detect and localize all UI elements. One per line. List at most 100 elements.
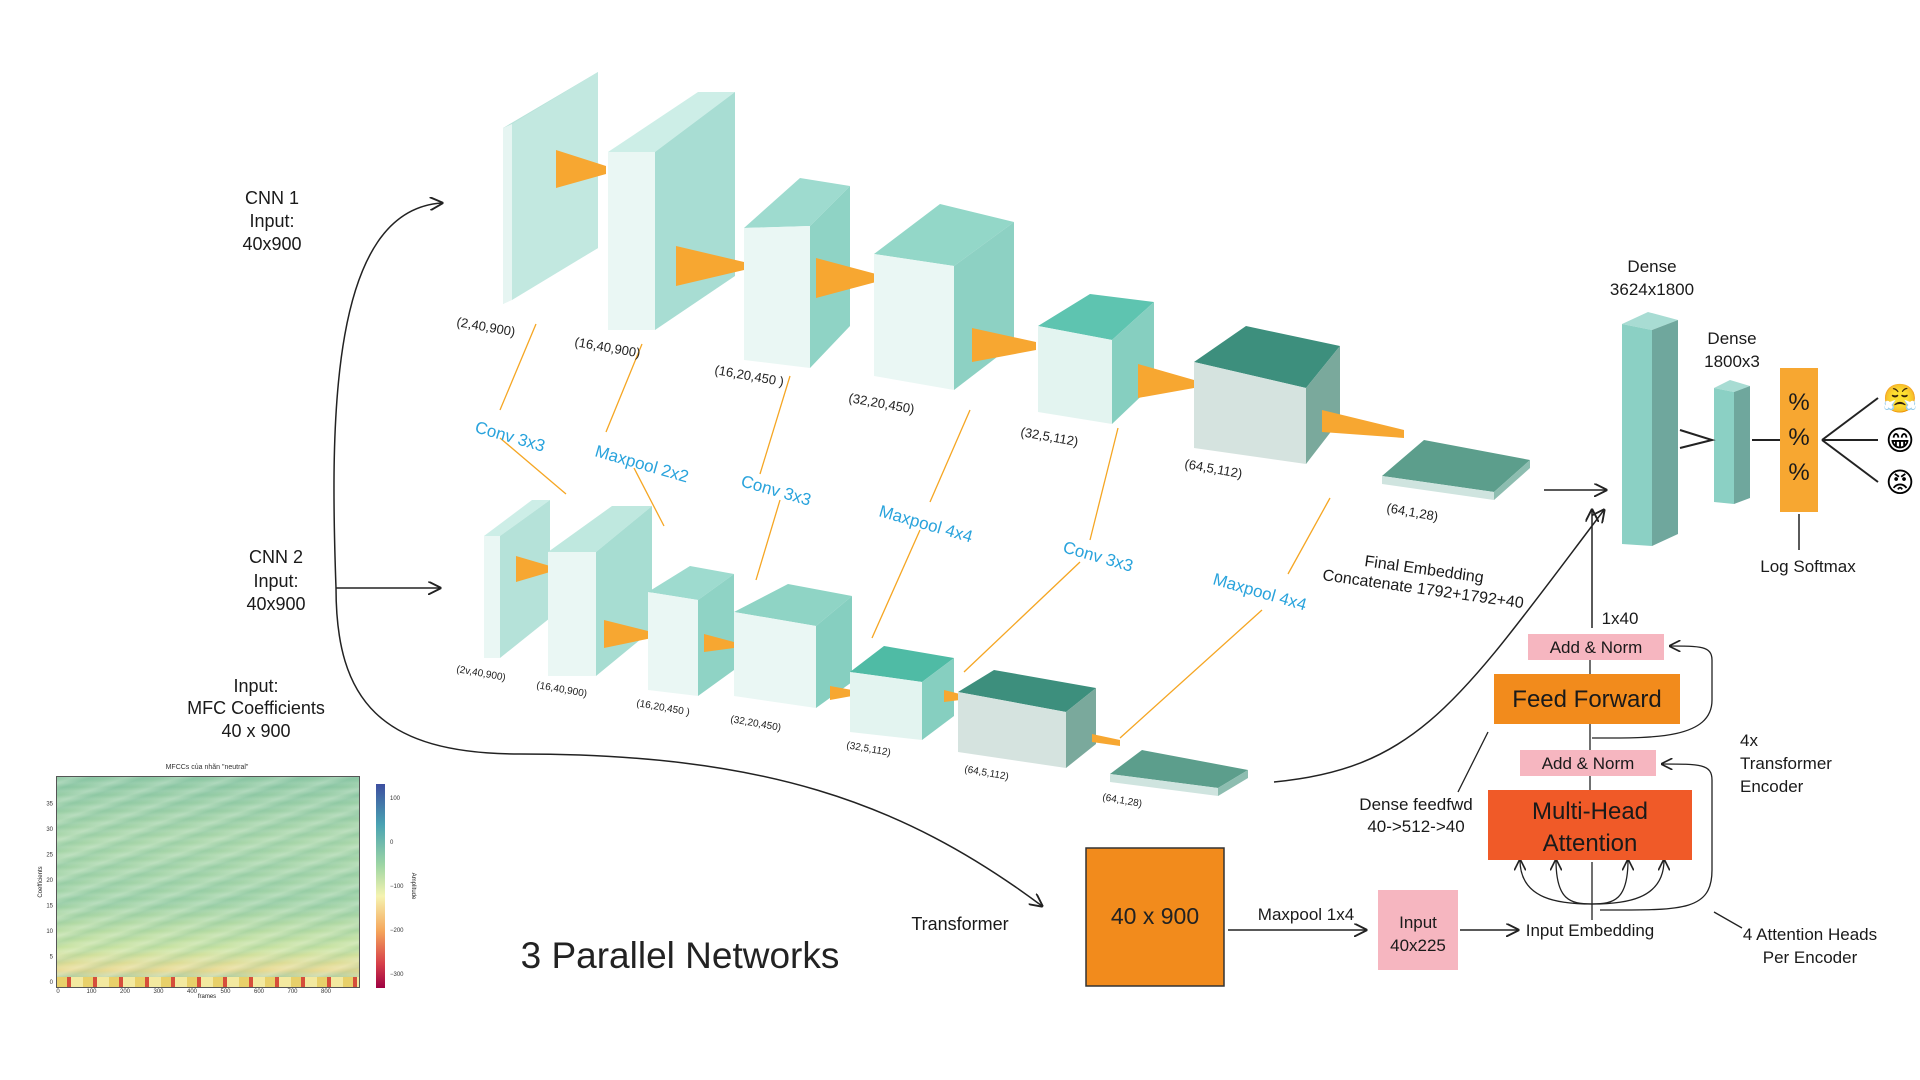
svg-text:Amplitude: Amplitude [410,873,416,900]
mfcc-ytick: 5 [50,955,54,961]
cnn1-dim-3: (16,20,450 ) [713,362,785,389]
mfcc-colorbar [376,784,385,988]
emoji-furious-icon: 😡 [1885,467,1914,498]
svg-text:40 x 900: 40 x 900 [221,721,290,741]
mfcc-ytick: 20 [46,878,53,884]
cnn2-dim-3: (16,20,450 ) [635,698,690,718]
dense-1-label: Dense 3624x1800 [1610,257,1694,299]
cnn1-connector-6 [1322,410,1404,438]
transformer-input-box [1085,847,1225,987]
mfcc-xtick: 500 [220,989,231,995]
cnn1-connector-4 [972,328,1036,362]
input-arrows [333,203,1042,906]
mfcc-ytick: 35 [46,802,53,808]
svg-text:CNN 1: CNN 1 [245,188,299,208]
add-norm-top-block [1528,634,1664,660]
cnn1-block-7 [1382,440,1530,500]
cnn1-connector-2 [676,246,744,286]
transformer-label: Transformer [911,914,1008,934]
emoji-angry-icon: 😤 [1883,383,1918,414]
cnn2-dim-6: (64,5,112) [963,764,1009,783]
mfcc-xtick: 700 [287,989,298,995]
mfcc-xtick: 300 [153,989,164,995]
cnn1-block-6 [1194,326,1340,464]
cnn1-block-3 [744,178,850,368]
multi-head-line2: Attention [1543,830,1638,857]
mfcc-colorbar-tick: 100 [390,796,401,802]
softmax-bar [1780,368,1818,512]
cnn1-dim-7: (64,1,28) [1385,500,1439,524]
svg-text:Per Encoder: Per Encoder [1763,948,1858,967]
transformer-output-dim: 1x40 [1602,609,1639,628]
cnn2-connector-2 [604,620,652,648]
feed-forward-label: Feed Forward [1512,686,1661,713]
op-label-6: Maxpool 4x4 [1211,570,1309,615]
dense-2-label: Dense 1800x3 [1704,329,1760,371]
svg-text:40x900: 40x900 [246,594,305,614]
op-label-1: Conv 3x3 [473,418,547,456]
svg-text:Input:: Input: [233,676,278,696]
svg-text:Coefficients: Coefficients [38,866,44,897]
cnn1-block-2 [608,92,735,330]
cnn2-dim-2: (16,40,900) [535,680,587,700]
softmax-glyph-2: % [1788,424,1809,451]
cnn1-dim-2: (16,40,900) [573,334,641,360]
emoji-happy-icon: 😁 [1885,425,1914,456]
diagram-title: 3 Parallel Networks [521,935,840,976]
cnn1-input-label: CNN 1 Input: 40x900 [242,188,301,254]
attention-head-arrows [1520,860,1664,920]
mfcc-xtick: 800 [321,989,332,995]
cnn2-connector-4 [830,686,852,700]
final-embedding-label: Final Embedding Concatenate 1792+1792+40 [1321,553,1524,612]
softmax-glyph-1: % [1788,389,1809,416]
mfcc-colorbar-tick: −100 [390,884,404,890]
mfcc-heatmap [56,776,360,988]
op-label-4: Maxpool 4x4 [877,502,975,547]
cnn1-block-4 [874,204,1014,390]
svg-text:Transformer: Transformer [1740,754,1832,773]
cnn2-dim-1: (2v,40,900) [455,664,506,683]
mfcc-colorbar-tick: −300 [390,972,404,978]
residual-connections [1591,646,1713,911]
cnn2-connector-6 [1092,734,1120,746]
svg-text:4 Attention Heads: 4 Attention Heads [1743,925,1877,944]
cnn2-dim-5: (32,5,112) [845,740,891,759]
heads-note-pointer [1713,911,1743,929]
multi-head-line1: Multi-Head [1532,798,1648,825]
dense-feedfwd-pointer [1457,731,1489,793]
svg-text:Input:: Input: [253,571,298,591]
mfcc-colorbar-tick: −200 [390,928,404,934]
maxpool-label: Maxpool 1x4 [1258,905,1354,924]
svg-text:Encoder: Encoder [1740,777,1804,796]
dense-layer-1 [1622,312,1678,546]
embedding-arrows [1273,490,1606,783]
svg-text:frames: frames [198,994,216,1000]
encoder-note: 4x Transformer Encoder [1740,731,1832,796]
svg-text:1800x3: 1800x3 [1704,352,1760,371]
svg-text:Dense: Dense [1707,329,1756,348]
input2-line1: Input [1399,913,1437,932]
mfcc-ytick: 15 [46,904,53,910]
log-softmax-label: Log Softmax [1760,557,1856,576]
heads-note: 4 Attention Heads Per Encoder [1743,925,1877,967]
cnn1-block-5 [1038,294,1154,424]
mfcc-xtick: 600 [254,989,265,995]
multi-head-attention-block [1488,790,1692,860]
svg-text:CNN 2: CNN 2 [249,547,303,567]
cnn2-stack [484,500,1248,796]
mfcc-xtick: 200 [120,989,131,995]
cnn2-block-3 [648,566,734,696]
dense-layer-2 [1714,380,1750,504]
cnn2-connector-5 [944,690,960,702]
dense-feedfwd-line1: Dense feedfwd [1359,795,1472,814]
mfcc-heatmap-low-band [57,977,359,987]
cnn1-connector-3 [816,258,876,298]
mfc-input-label: Input: MFC Coefficients 40 x 900 [187,676,325,741]
cnn1-dim-5: (32,5,112) [1019,424,1079,449]
op-label-3: Conv 3x3 [739,472,813,510]
cnn2-block-2 [548,506,652,676]
cnn2-connector-3 [704,634,734,652]
add-norm-bottom-label: Add & Norm [1542,754,1635,773]
